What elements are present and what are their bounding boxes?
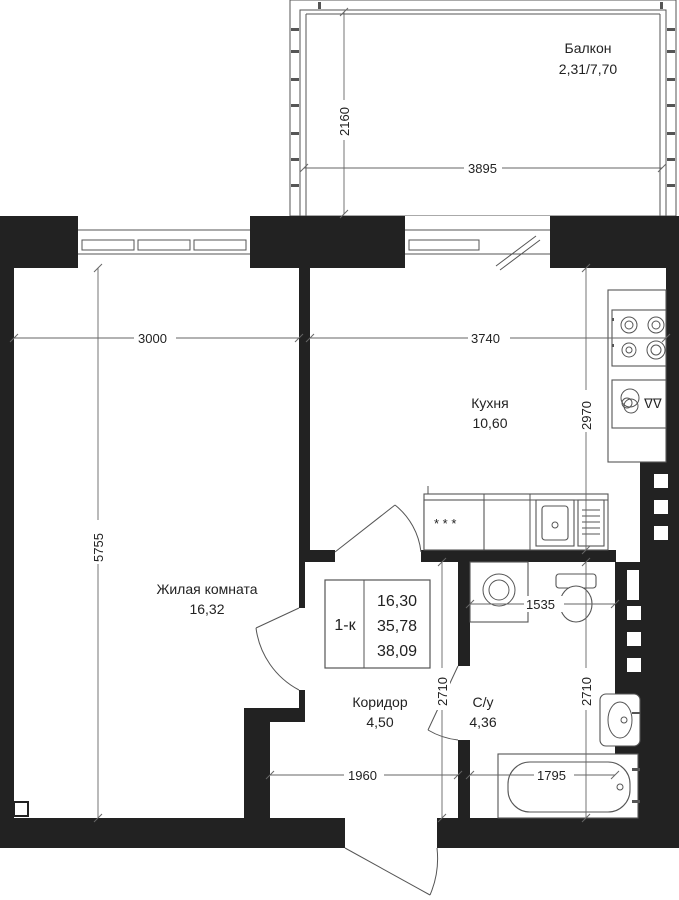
corridor-area: 4,50 — [366, 714, 393, 730]
dimension-labels: 2160 3895 3000 3740 2970 5755 1535 2710 … — [90, 100, 594, 783]
svg-text:* * *: * * * — [434, 516, 456, 531]
hob-icon: * * * — [423, 499, 485, 551]
summary-living-area: 16,30 — [377, 593, 417, 610]
sink-icon — [535, 499, 605, 547]
washbasin-icon — [599, 693, 641, 747]
living-name: Жилая комната — [156, 581, 257, 597]
summary-total-with-balcony: 38,09 — [377, 643, 417, 660]
svg-text:ᐁᐁ: ᐁᐁ — [644, 396, 662, 411]
apartment-type: 1-к — [334, 617, 356, 634]
summary-total-area: 35,78 — [377, 618, 417, 635]
dim-bath-width-lower: 1795 — [537, 768, 566, 783]
dim-kitchen-width: 3740 — [471, 331, 500, 346]
kitchen-area: 10,60 — [472, 415, 507, 431]
balcony-name: Балкон — [565, 40, 612, 56]
dim-balcony-width: 3895 — [468, 161, 497, 176]
bathtub-icon — [497, 753, 640, 819]
kitchen-name: Кухня — [471, 395, 508, 411]
balcony-area: 2,31/7,70 — [559, 61, 618, 77]
dim-bath-depth: 2710 — [579, 677, 594, 706]
walls — [0, 216, 679, 848]
dim-living-width: 3000 — [138, 331, 167, 346]
corridor-name: Коридор — [352, 694, 408, 710]
doors — [255, 504, 459, 896]
washing-machine-icon — [469, 561, 529, 623]
living-window — [78, 216, 250, 268]
bathroom-name: С/у — [473, 694, 494, 710]
dim-balcony-depth: 2160 — [337, 107, 352, 136]
room-labels: Балкон 2,31/7,70 Кухня 10,60 Жилая комна… — [156, 40, 617, 730]
dim-bath-width: 1535 — [526, 597, 555, 612]
dishwasher-icon: ᐁᐁ — [611, 379, 667, 429]
bathroom-area: 4,36 — [469, 714, 496, 730]
living-area: 16,32 — [189, 601, 224, 617]
dim-corridor-depth: 2710 — [435, 677, 450, 706]
dim-kitchen-depth: 2970 — [579, 401, 594, 430]
area-summary-table: 1-к 16,30 35,78 38,09 — [324, 579, 431, 669]
kitchen-window — [405, 216, 550, 271]
dim-corridor-width: 1960 — [348, 768, 377, 783]
dim-living-depth: 5755 — [91, 533, 106, 562]
